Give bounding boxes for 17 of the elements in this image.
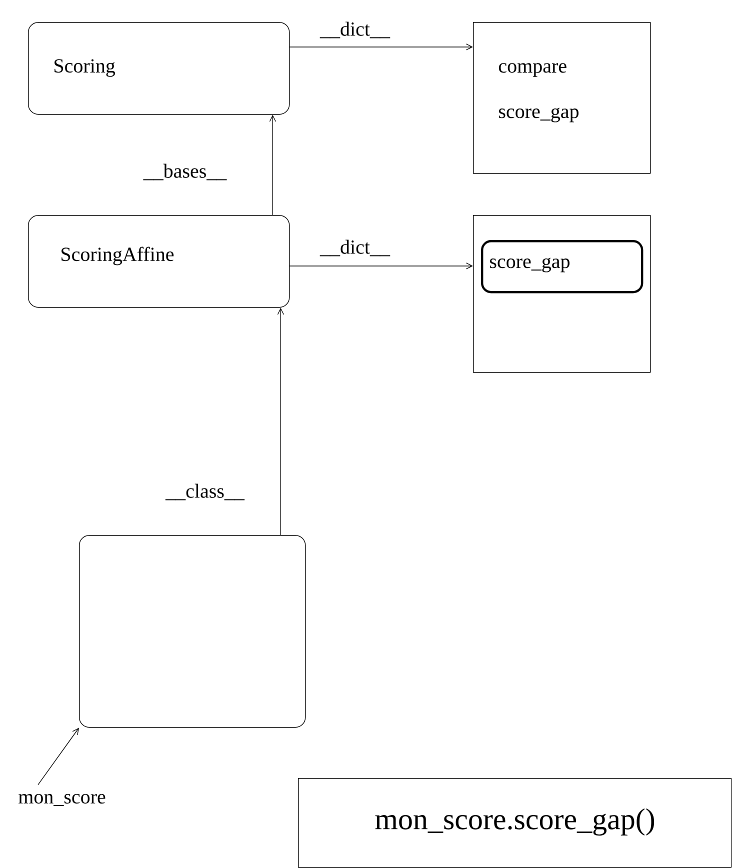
class-box: ScoringAffine bbox=[28, 215, 290, 308]
arrow bbox=[277, 308, 284, 536]
edge-label: __dict__ bbox=[319, 238, 391, 258]
edge-label: __bases__ bbox=[142, 162, 228, 182]
highlight-box: score_gap bbox=[481, 240, 644, 294]
variable-label: mon_score bbox=[18, 794, 106, 806]
edge-label: __class__ bbox=[164, 482, 246, 502]
dict-box bbox=[473, 215, 651, 373]
arrow bbox=[269, 114, 276, 216]
arrow bbox=[38, 728, 79, 786]
arrow bbox=[289, 262, 473, 270]
class-box: Scoring bbox=[28, 22, 290, 115]
dict-box: compare score_gap bbox=[473, 22, 651, 174]
arrow bbox=[289, 44, 473, 50]
edge-label: __dict__ bbox=[319, 20, 391, 40]
code-box: mon_score.score_gap() bbox=[298, 778, 732, 868]
object-box bbox=[79, 535, 306, 728]
